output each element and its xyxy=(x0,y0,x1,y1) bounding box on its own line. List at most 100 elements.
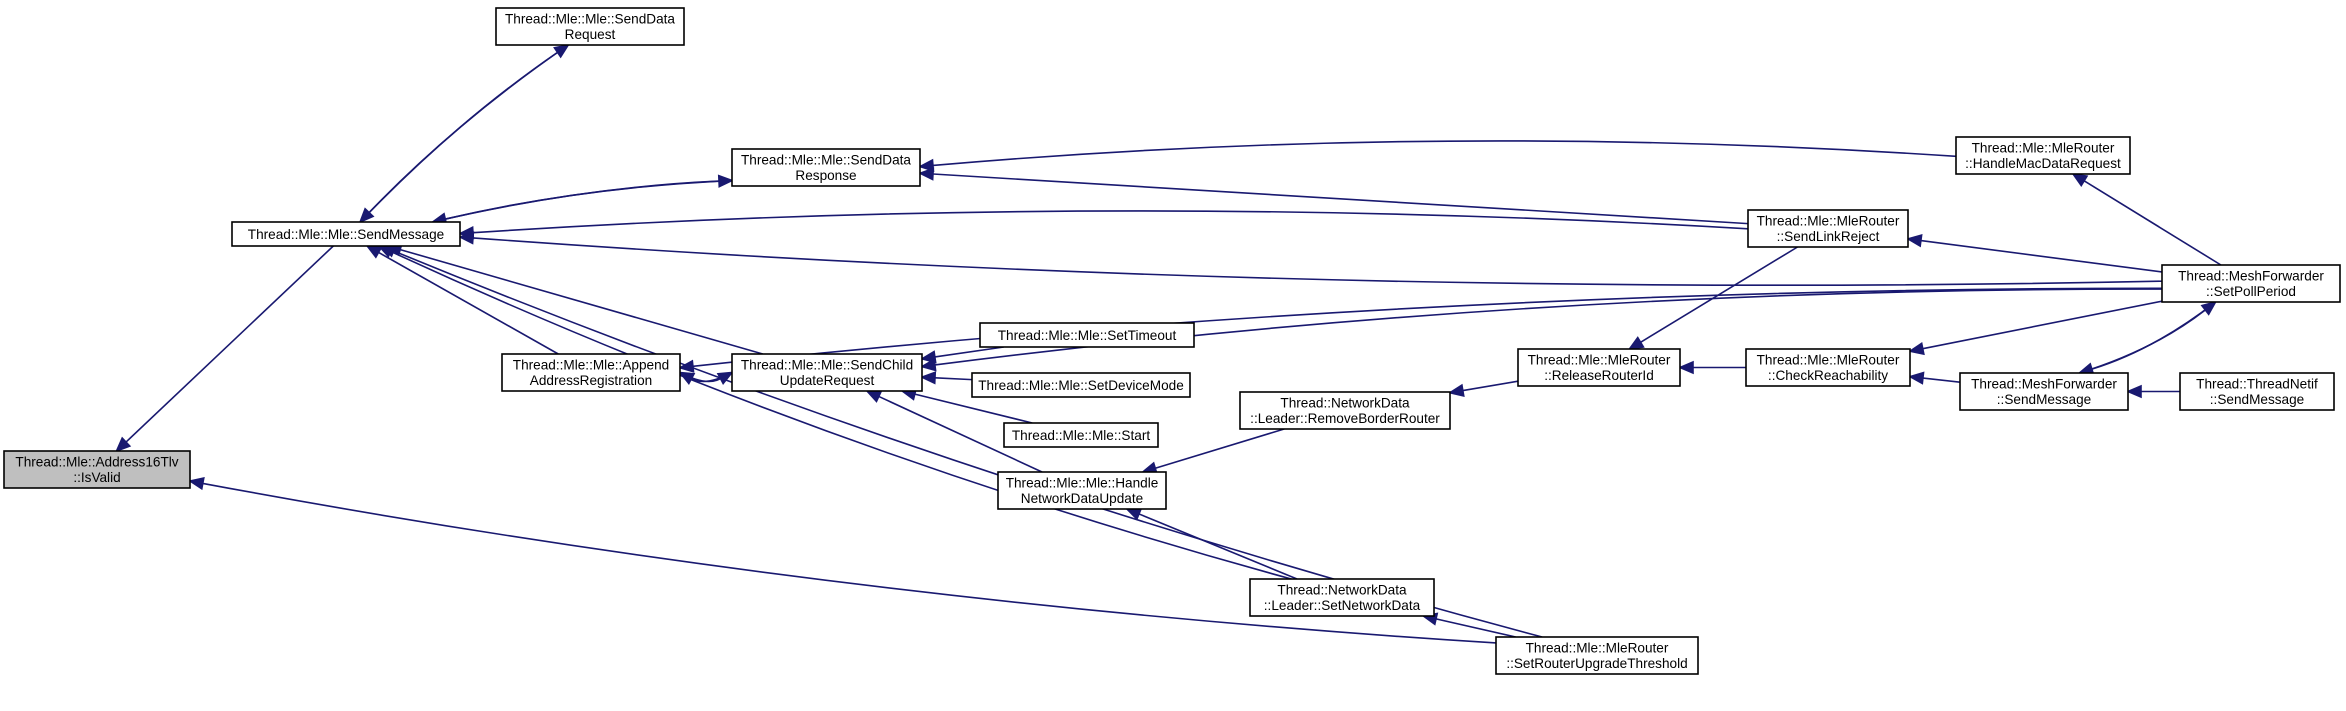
arrowhead-icon xyxy=(1677,360,1694,375)
node-label-line: Thread::Mle::Mle::Start xyxy=(1012,428,1150,443)
edge-line xyxy=(679,371,721,383)
node-handlenetworkdataupdate[interactable]: Thread::Mle::Mle::HandleNetworkDataUpdat… xyxy=(997,471,1167,510)
call-edge-setpollperiod-to-sendmessage xyxy=(457,231,2163,287)
node-label-line: Thread::Mle::Mle::SendChild xyxy=(741,358,913,373)
node-box xyxy=(1955,136,2131,175)
call-edge-setpollperiod-to-checkreachability xyxy=(1907,300,2163,356)
node-start[interactable]: Thread::Mle::Mle::Start xyxy=(1003,422,1159,448)
node-box xyxy=(1745,348,1911,387)
arrowhead-icon xyxy=(1447,383,1465,398)
call-graph-edges xyxy=(115,43,2222,644)
arrowhead-icon xyxy=(1907,341,1925,356)
call-edge-sendmessage-to-senddatarequest xyxy=(359,43,570,223)
arrowhead-icon xyxy=(1905,234,1923,248)
call-edge-appendaddressregistration-to-sendmessage xyxy=(365,244,559,355)
node-label-line: ::SendMessage xyxy=(2210,392,2304,407)
node-settimeout[interactable]: Thread::Mle::Mle::SetTimeout xyxy=(979,322,1195,348)
node-setpollperiod[interactable]: Thread::MeshForwarder::SetPollPeriod xyxy=(2161,264,2341,303)
node-box xyxy=(997,471,1167,510)
node-setnetworkdata[interactable]: Thread::NetworkData::Leader::SetNetworkD… xyxy=(1249,578,1435,617)
node-label-line: Thread::Mle::Mle::Append xyxy=(513,358,669,373)
call-edge-settimeout-to-sendchildupdaterequest xyxy=(919,346,1004,364)
call-edge-sendmessage-to-address16tlv xyxy=(115,245,334,453)
arrowhead-icon xyxy=(917,167,935,181)
node-meshsendmessage[interactable]: Thread::MeshForwarder::SendMessage xyxy=(1959,372,2129,411)
node-box xyxy=(1249,578,1435,617)
node-box xyxy=(1495,636,1699,675)
node-handlemacdatarequest[interactable]: Thread::Mle::MleRouter::HandleMacDataReq… xyxy=(1955,136,2131,175)
edge-line xyxy=(1920,239,2163,273)
call-graph-nodes: Thread::Mle::Address16Tlv::IsValidThread… xyxy=(3,7,2341,675)
node-box xyxy=(1239,391,1451,430)
call-edge-sendchildupdaterequest-to-sendmessage xyxy=(385,243,763,355)
call-edge-sendlinkreject-to-senddataresponse xyxy=(917,167,1749,225)
edge-line xyxy=(378,251,559,355)
call-edge-setnetworkdata-to-sendmessage xyxy=(377,245,1292,580)
edge-line xyxy=(472,210,1749,234)
arrowhead-icon xyxy=(115,436,132,453)
edge-line xyxy=(934,377,973,381)
call-edge-meshsendmessage-to-checkreachability xyxy=(1907,371,1961,385)
node-setrouterupgradethreshold[interactable]: Thread::Mle::MleRouter::SetRouterUpgrade… xyxy=(1495,636,1699,675)
node-threadnetifsendmessage[interactable]: Thread::ThreadNetif::SendMessage xyxy=(2179,372,2335,411)
node-label-line: Thread::MeshForwarder xyxy=(1971,377,2117,392)
node-box xyxy=(731,148,921,187)
node-box xyxy=(1003,422,1159,448)
call-edge-setpollperiod-to-sendlinkreject xyxy=(1905,234,2163,273)
node-label-line: Thread::ThreadNetif xyxy=(2196,377,2318,392)
arrowhead-icon xyxy=(187,476,205,491)
call-edge-releaserouterid-to-removeborderrouter xyxy=(1447,380,1519,398)
call-edge-sendlinkreject-to-sendmessage xyxy=(457,210,1749,240)
edge-line xyxy=(934,346,1004,358)
edge-line xyxy=(932,140,1957,167)
node-label-line: ::SendLinkReject xyxy=(1777,229,1880,244)
call-edge-threadnetifsendmessage-to-meshsendmessage xyxy=(2125,384,2181,399)
edge-line xyxy=(1922,377,1961,383)
node-box xyxy=(495,7,685,46)
node-box xyxy=(979,322,1195,348)
edge-line xyxy=(1462,380,1519,392)
node-sendmessage[interactable]: Thread::Mle::Mle::SendMessage xyxy=(231,221,461,247)
node-label-line: Thread::Mle::Mle::SetDeviceMode xyxy=(978,378,1184,393)
arrowhead-icon xyxy=(365,244,383,259)
node-address16tlv[interactable]: Thread::Mle::Address16Tlv::IsValid xyxy=(3,450,191,489)
node-sendlinkreject[interactable]: Thread::Mle::MleRouter::SendLinkReject xyxy=(1747,209,1909,248)
node-label-line: Thread::Mle::Mle::SendMessage xyxy=(248,227,444,242)
edge-line xyxy=(914,393,1033,424)
node-label-line: Thread::Mle::MleRouter xyxy=(1528,353,1671,368)
call-edge-sendmessage-to-senddataresponse xyxy=(432,174,735,223)
edge-line xyxy=(1640,246,1798,343)
node-label-line: Thread::Mle::MleRouter xyxy=(1757,214,1900,229)
node-checkreachability[interactable]: Thread::Mle::MleRouter::CheckReachabilit… xyxy=(1745,348,1911,387)
edge-line xyxy=(359,51,558,223)
arrowhead-icon xyxy=(457,231,475,245)
call-edge-setrouterupgradethreshold-to-address16tlv xyxy=(187,476,1497,644)
edge-line xyxy=(432,180,720,223)
node-label-line: ::Leader::RemoveBorderRouter xyxy=(1250,411,1440,426)
call-edge-meshsendmessage-to-setpollperiod xyxy=(2079,300,2218,374)
call-edge-setdevicemode-to-sendchildupdaterequest xyxy=(919,371,973,385)
node-label-line: ::IsValid xyxy=(73,470,120,485)
edge-line xyxy=(472,237,2163,287)
node-removeborderrouter[interactable]: Thread::NetworkData::Leader::RemoveBorde… xyxy=(1239,391,1451,430)
node-label-line: Thread::Mle::MleRouter xyxy=(1757,353,1900,368)
node-box xyxy=(2161,264,2341,303)
node-label-line: Thread::MeshForwarder xyxy=(2178,269,2324,284)
arrowhead-icon xyxy=(2200,300,2218,316)
arrowhead-icon xyxy=(919,350,937,364)
node-releaserouterid[interactable]: Thread::Mle::MleRouter::ReleaseRouterId xyxy=(1517,348,1681,387)
node-box xyxy=(971,372,1191,398)
call-edge-senddataresponse-to-sendmessage xyxy=(430,179,733,226)
node-label-line: Request xyxy=(565,27,616,42)
node-appendaddressregistration[interactable]: Thread::Mle::Mle::AppendAddressRegistrat… xyxy=(501,353,681,392)
node-setdevicemode[interactable]: Thread::Mle::Mle::SetDeviceMode xyxy=(971,372,1191,398)
call-edge-setnetworkdata-to-handlenetworkdataupdate xyxy=(1125,508,1298,580)
edge-line xyxy=(368,44,569,214)
edge-line xyxy=(445,179,733,220)
node-label-line: UpdateRequest xyxy=(780,373,875,388)
node-label-line: Thread::Mle::Mle::SendData xyxy=(505,12,675,27)
